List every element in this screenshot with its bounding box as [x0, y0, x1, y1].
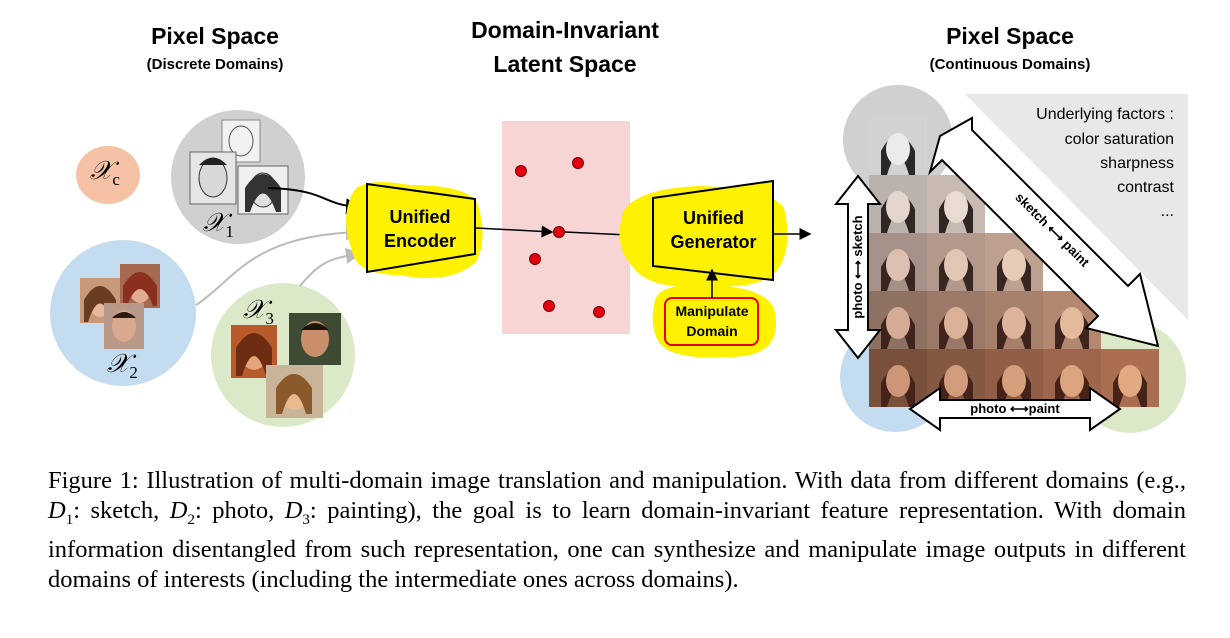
domain-xc-label: 𝒳c: [90, 156, 120, 190]
middle-panel-title-line2: Latent Space: [493, 51, 637, 77]
face-skin: [886, 307, 910, 339]
domain-x2-label: 𝒳2: [107, 349, 138, 383]
face-skin: [944, 365, 968, 397]
interpolated-face-grid: [869, 117, 1159, 407]
face-skin: [886, 365, 910, 397]
face-skin: [886, 133, 910, 165]
double-arrow-sketch-paint: [928, 116, 1160, 348]
domain-x3-label: 𝒳3: [243, 295, 274, 329]
latent-points: [515, 157, 605, 318]
face-skin: [1060, 307, 1084, 339]
face-skin: [944, 307, 968, 339]
face-skin: [944, 249, 968, 281]
face-skin: [1002, 249, 1026, 281]
unified-generator-box: [652, 179, 774, 282]
figure-caption: Figure 1: Illustration of multi-domain i…: [48, 467, 1186, 593]
domain-xc-circle: [76, 146, 140, 204]
left-panel-subtitle: (Discrete Domains): [146, 56, 284, 73]
face-skin: [886, 249, 910, 281]
face-skin: [886, 191, 910, 223]
arrow-encoder-to-latent: [475, 225, 554, 238]
generator-label: Unified Generator: [670, 208, 757, 252]
left-panel-title: Pixel Space: [151, 23, 279, 49]
factor-item: ...: [1160, 203, 1174, 220]
face-skin: [944, 191, 968, 223]
factor-item: color saturation: [1064, 131, 1174, 148]
latent-space-box: [502, 121, 630, 334]
factors-title: Underlying factors :: [1036, 106, 1174, 123]
arrow-label-photo-sketch: photo ⟷ sketch: [850, 215, 865, 319]
face-skin: [1002, 307, 1026, 339]
right-panel-subtitle: (Continuous Domains): [929, 56, 1091, 73]
photo-face-images: [80, 264, 160, 349]
manipulate-domain-label: Manipulate Domain: [675, 303, 749, 339]
encoder-label: Unified Encoder: [383, 207, 457, 251]
factor-item: sharpness: [1100, 155, 1174, 172]
middle-panel-title-line1: Domain-Invariant: [471, 17, 659, 43]
factor-item: contrast: [1117, 179, 1174, 196]
figure-canvas: [50, 85, 1188, 433]
right-panel-title: Pixel Space: [946, 23, 1074, 49]
sketch-face-images: [189, 119, 289, 215]
unified-encoder-box: [366, 182, 476, 274]
painting-face-images: [231, 313, 341, 418]
double-arrow-photo-paint: [908, 386, 1122, 432]
face-skin: [1060, 365, 1084, 397]
factors-triangle: [965, 94, 1188, 320]
face-skin: [1002, 365, 1026, 397]
face-skin: [1118, 365, 1142, 397]
domain-x1-label: 𝒳1: [203, 208, 234, 242]
arrow-label-photo-paint: photo ⟷paint: [970, 401, 1060, 416]
double-arrow-photo-sketch: [833, 174, 883, 360]
arrow-x2-to-encoder: [195, 224, 362, 306]
arrow-x3-to-encoder: [299, 247, 362, 287]
